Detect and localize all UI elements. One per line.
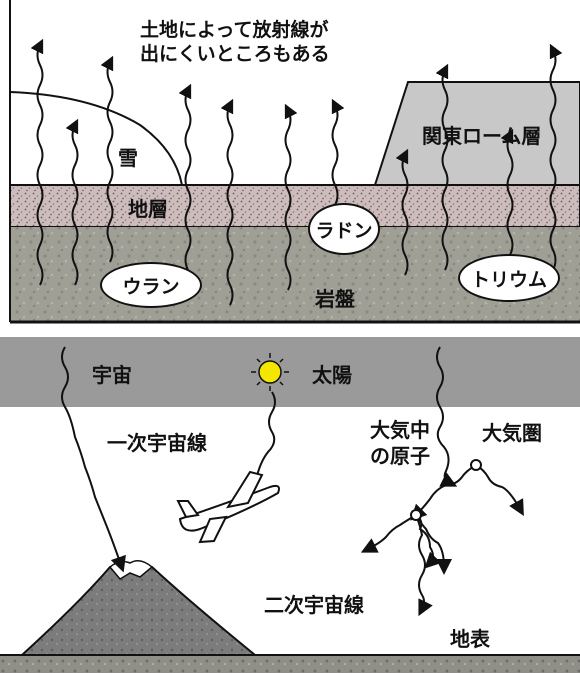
kanto-loam-label: 関東ローム層: [422, 124, 542, 148]
snow-label: 雪: [118, 146, 138, 170]
sun-label: 太陽: [312, 363, 352, 387]
radon-source: ラドン: [308, 203, 380, 255]
cosmic-radiation-panel: 宇宙 太陽 一次宇宙線 大気圏 大気中 の原子 二次宇宙線 地表: [0, 337, 580, 673]
atoms-line-1: 大気中: [370, 418, 430, 442]
panel-title: 土地によって放射線が 出にくいところもある: [140, 18, 330, 66]
surface-label: 地表: [450, 627, 490, 651]
bedrock-label: 岩盤: [315, 287, 355, 311]
radon-label: ラドン: [315, 219, 373, 242]
atoms-line-2: の原子: [370, 444, 430, 468]
atmosphere-label: 大気圏: [482, 421, 542, 445]
terrestrial-radiation-panel: 土地によって放射線が 出にくいところもある 雪 地層 岩盤 関東ローム層 ウラン…: [0, 0, 580, 330]
title-line-2: 出にくいところもある: [140, 43, 330, 65]
primary-cosmic-rays-label: 一次宇宙線: [105, 427, 209, 456]
uranium-source: ウラン: [100, 262, 202, 308]
secondary-cosmic-rays-label: 二次宇宙線: [262, 589, 366, 618]
thorium-label: トリウム: [470, 268, 547, 291]
cosmic-diagram-graphic: [0, 337, 580, 673]
title-line-1: 土地によって放射線が: [140, 19, 329, 41]
airplane-icon: [176, 470, 280, 544]
atmospheric-atoms-label: 大気中 の原子: [370, 417, 430, 469]
uranium-label: ウラン: [122, 275, 180, 298]
stratum-label: 地層: [128, 197, 168, 221]
space-label: 宇宙: [92, 363, 132, 387]
sun-icon: [251, 353, 289, 391]
thorium-source: トリウム: [458, 254, 560, 302]
